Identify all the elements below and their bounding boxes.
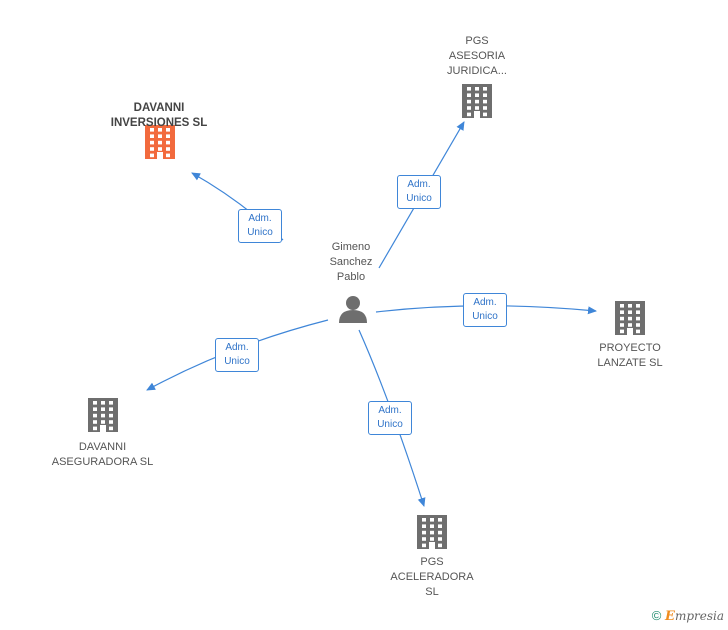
company-label-pgs-asesoria[interactable]: PGS ASESORIA JURIDICA... [447, 35, 507, 77]
brand-initial: E [665, 609, 675, 624]
edge-label-davanni-inversiones[interactable]: Adm. Unico [238, 209, 282, 243]
building-icon[interactable] [417, 515, 447, 549]
brand-name: mpresia [674, 609, 724, 623]
center-person-label[interactable]: Gimeno Sanchez Pablo [329, 241, 373, 283]
company-label-davanni-inversiones[interactable]: DAVANNI INVERSIONES SL [110, 102, 208, 129]
copyright-icon: © [651, 608, 662, 623]
edge-label-pgs-asesoria[interactable]: Adm. Unico [397, 175, 441, 209]
edge-label-proyecto-lanzate[interactable]: Adm. Unico [463, 293, 507, 327]
company-label-davanni-aseguradora[interactable]: DAVANNI ASEGURADORA SL [51, 441, 154, 468]
building-icon[interactable] [88, 398, 118, 432]
building-icon[interactable] [462, 84, 492, 118]
building-icon[interactable] [145, 125, 175, 159]
building-icon[interactable] [615, 301, 645, 335]
edge-label-pgs-aceleradora[interactable]: Adm. Unico [368, 401, 412, 435]
person-icon[interactable] [339, 296, 367, 323]
company-label-pgs-aceleradora[interactable]: PGS ACELERADORA SL [390, 556, 474, 598]
edge-label-davanni-aseguradora[interactable]: Adm. Unico [215, 338, 259, 372]
footer-brand[interactable]: © Empresia [652, 608, 724, 624]
company-label-proyecto-lanzate[interactable]: PROYECTO LANZATE SL [597, 342, 663, 369]
